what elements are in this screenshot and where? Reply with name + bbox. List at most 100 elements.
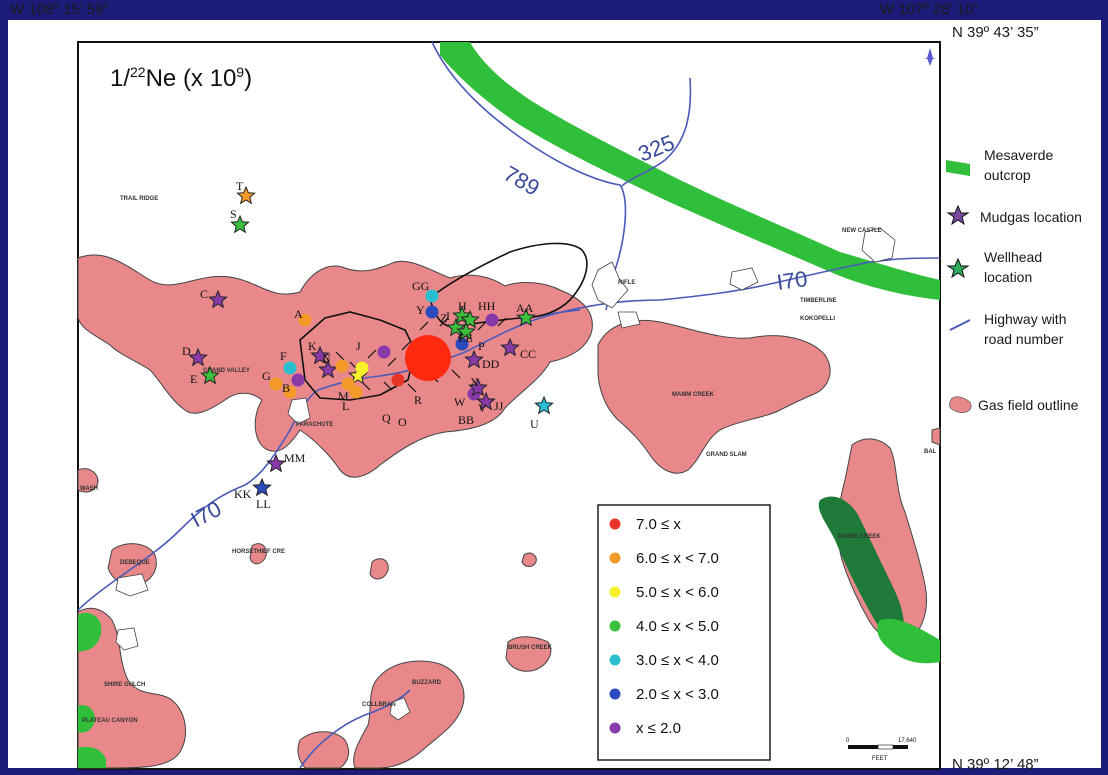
green-bar-icon xyxy=(946,160,970,176)
legend-highway-1: Highway with xyxy=(984,311,1066,327)
legend-gasfield: Gas field outline xyxy=(978,397,1079,413)
sample-label: O xyxy=(398,415,407,429)
sample-label: R xyxy=(414,393,422,407)
place-debeque: DEBEQUE xyxy=(120,560,150,566)
highway-line-icon xyxy=(949,319,971,331)
sample-label: A xyxy=(294,307,303,321)
town-rifle-east xyxy=(617,311,641,329)
outcrop-southwest-b xyxy=(78,705,95,733)
sample-label: G xyxy=(262,369,271,383)
legend-swatch-0 xyxy=(609,518,621,530)
sample-marker xyxy=(230,214,250,234)
sample-marker xyxy=(283,385,297,399)
highway-label-i70-west: I70 xyxy=(187,496,226,532)
sample-label: E xyxy=(190,372,197,386)
sample-marker xyxy=(460,309,480,329)
sample-marker xyxy=(266,453,286,473)
legend-mudgas: Mudgas location xyxy=(980,209,1082,225)
coord-right-top: N 39º 43’ 35” xyxy=(952,24,1039,41)
sample-marker xyxy=(500,337,520,357)
town-sw xyxy=(115,627,139,651)
legend-swatch-6 xyxy=(609,722,621,734)
sample-marker xyxy=(283,361,297,375)
mudgas-star-icon xyxy=(946,204,970,226)
sample-marker xyxy=(377,345,391,359)
sample-marker xyxy=(318,359,338,379)
value-legend: 7.0 ≤ x6.0 ≤ x < 7.05.0 ≤ x < 6.04.0 ≤ x… xyxy=(597,504,771,761)
sample-marker xyxy=(446,317,466,337)
sample-marker xyxy=(200,365,220,385)
sample-label: U xyxy=(530,417,539,431)
sample-label: M xyxy=(338,389,349,403)
sample-label: L xyxy=(342,399,349,413)
town-debeque xyxy=(115,573,149,597)
sample-marker xyxy=(485,313,499,327)
sample-label: GG xyxy=(412,279,430,293)
sample-label: S xyxy=(230,207,237,221)
sample-marker xyxy=(310,345,330,365)
pink-blob-icon xyxy=(949,396,972,413)
highway-label-325: 325 xyxy=(635,130,678,167)
side-legend: Mesaverde outcrop Mudgas location Wellhe… xyxy=(946,147,1082,413)
place-new-castle: NEW CASTLE xyxy=(842,228,882,234)
place-grand-slam: GRAND SLAM xyxy=(706,452,747,458)
sample-marker xyxy=(452,305,472,325)
town-collbran xyxy=(389,697,411,721)
town-parachute xyxy=(287,397,311,425)
sample-label: AA xyxy=(516,301,534,315)
place-collbran: COLLBRAN xyxy=(362,702,396,708)
place-parachute: PARACHUTE xyxy=(296,422,333,428)
place-divide-creek: DIVIDE CREEK xyxy=(838,534,881,540)
sample-marker xyxy=(391,373,405,387)
sample-marker xyxy=(476,391,496,411)
sample-markers xyxy=(188,185,554,497)
sample-marker xyxy=(456,321,476,341)
north-arrow-icon xyxy=(924,48,936,66)
gasfield-wash xyxy=(77,468,99,493)
gasfield-southwest xyxy=(77,607,187,769)
scale-zero: 0 xyxy=(846,738,850,744)
left-border xyxy=(0,0,8,775)
legend-swatch-1 xyxy=(609,552,621,564)
sample-label: N xyxy=(322,351,331,365)
highway-325 xyxy=(621,77,692,187)
sample-label: W xyxy=(454,395,466,409)
sample-marker xyxy=(335,359,349,373)
gasfield-small-a xyxy=(369,558,389,580)
legend-swatch-2 xyxy=(609,586,621,598)
sample-label: X xyxy=(470,375,479,389)
sample-marker xyxy=(349,385,363,399)
bottom-border xyxy=(0,768,1108,775)
outcrop-southeast xyxy=(877,618,940,664)
sample-label: P xyxy=(478,339,485,353)
place-labels: GRAND VALLEY PARACHUTE RIFLE NEW CASTLE … xyxy=(80,196,937,724)
sample-marker xyxy=(534,395,554,415)
sample-marker xyxy=(341,377,355,391)
sample-marker xyxy=(208,289,228,309)
sample-label: J xyxy=(356,339,361,353)
sample-marker xyxy=(269,377,283,391)
sample-label: CC xyxy=(520,347,536,361)
map-boundary xyxy=(77,41,941,770)
dark-field-divide xyxy=(818,496,904,641)
sample-label: JJ xyxy=(494,399,504,413)
sample-label: C xyxy=(200,287,208,301)
highway-label-789: 789 xyxy=(500,161,544,201)
right-border xyxy=(1101,0,1108,775)
legend-swatch-4 xyxy=(609,654,621,666)
place-kokopelli: KOKOPELLI xyxy=(800,316,835,322)
place-grand-valley: GRAND VALLEY xyxy=(203,368,250,374)
sample-label: Q xyxy=(382,411,391,425)
legend-outcrop-1: Mesaverde xyxy=(984,147,1053,163)
sample-label: DD xyxy=(482,357,500,371)
sample-label: V xyxy=(478,401,487,415)
gasfield-main xyxy=(77,254,593,478)
town-new-castle xyxy=(861,227,896,263)
sample-label: Y xyxy=(416,303,425,317)
legend-label-1: 6.0 ≤ x < 7.0 xyxy=(636,550,719,567)
gasfield-small-b xyxy=(521,552,537,567)
place-bal: BAL xyxy=(924,449,937,455)
sample-label: K xyxy=(308,339,317,353)
place-trail-ridge: TRAIL RIDGE xyxy=(120,196,158,202)
